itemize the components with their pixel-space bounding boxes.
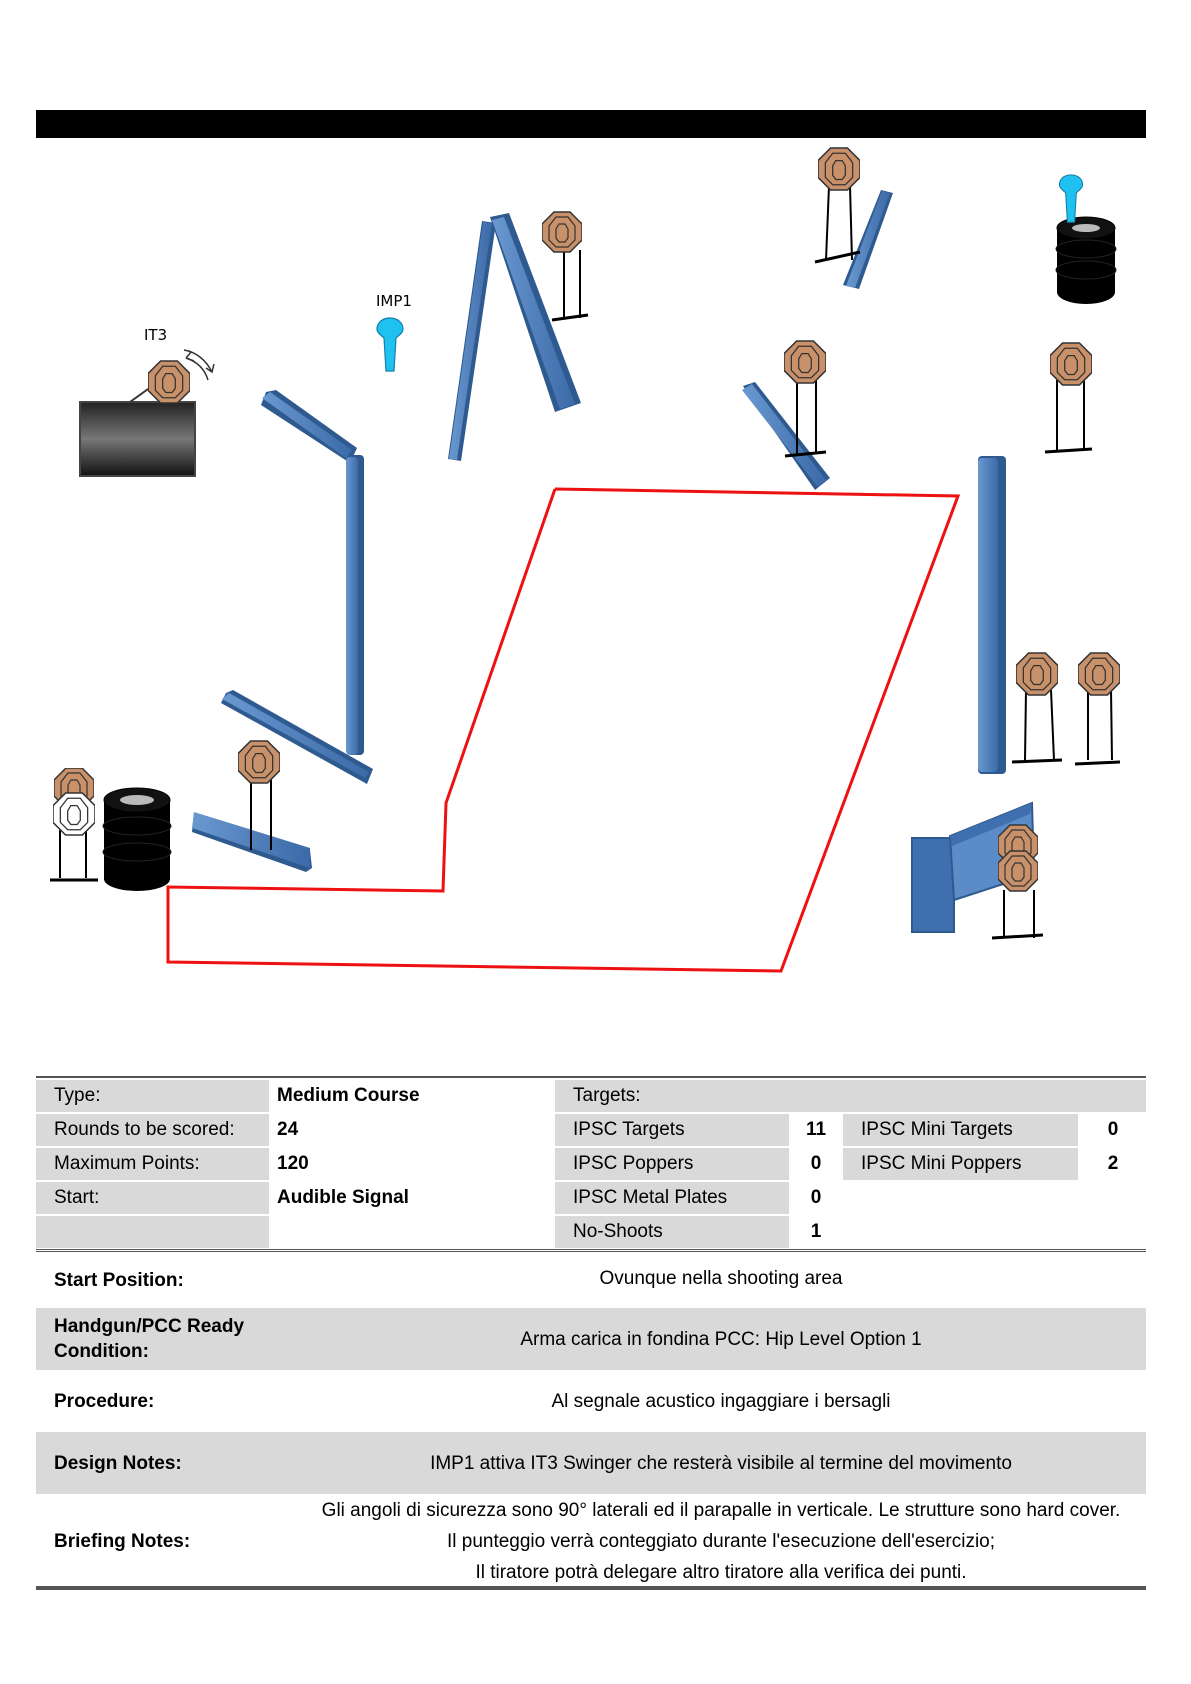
design-notes-label: Design Notes: bbox=[54, 1452, 182, 1474]
mini-poppers-value: 2 bbox=[1107, 1153, 1119, 1174]
ready-condition-row: Handgun/PCC Ready Condition: Arma carica… bbox=[36, 1308, 1146, 1370]
target-t8 bbox=[998, 850, 1038, 892]
start-value: Audible Signal bbox=[277, 1187, 409, 1208]
no-shoots-label: No-Shoots bbox=[555, 1216, 789, 1248]
target-t3 bbox=[784, 340, 826, 384]
shooting-area-boundary bbox=[166, 487, 961, 973]
max-points-label: Maximum Points: bbox=[36, 1148, 269, 1180]
wall-upper-center-right bbox=[490, 213, 581, 412]
wall-center-right-diagonal bbox=[742, 382, 830, 490]
rounds-label: Rounds to be scored: bbox=[36, 1114, 269, 1146]
type-label: Type: bbox=[36, 1080, 269, 1112]
ready-condition-label-line-1: Handgun/PCC Ready bbox=[54, 1316, 245, 1337]
procedure-row: Procedure: Al segnale acustico ingaggiar… bbox=[36, 1370, 1146, 1432]
ready-condition-label: Handgun/PCC Ready Condition: bbox=[36, 1314, 296, 1364]
no-shoots-value: 1 bbox=[810, 1221, 822, 1242]
wall-upper-right-diagonal bbox=[843, 190, 893, 289]
mini-targets-label: IPSC Mini Targets bbox=[843, 1114, 1078, 1146]
ipsc-plates-label: IPSC Metal Plates bbox=[555, 1182, 789, 1214]
swinger-target-it3 bbox=[148, 360, 190, 404]
ready-condition-label-line-2: Condition: bbox=[54, 1341, 149, 1362]
targets-header: Targets: bbox=[555, 1080, 1146, 1112]
stage-diagram: IT3 IMP1 bbox=[50, 147, 1121, 973]
briefing-line-2: Il punteggio verrà conteggiato durante l… bbox=[446, 1530, 996, 1552]
target-stands bbox=[50, 185, 1121, 940]
ipsc-targets-value: 11 bbox=[805, 1119, 827, 1140]
briefing-notes-row: Briefing Notes: Gli angoli di sicurezza … bbox=[36, 1494, 1146, 1588]
wall-upper-center-left bbox=[448, 221, 496, 461]
swing-arrows-icon bbox=[183, 349, 215, 381]
start-position-row: Start Position: Ovunque nella shooting a… bbox=[36, 1252, 1146, 1308]
black-box-barrel bbox=[79, 383, 196, 477]
start-position-value: Ovunque nella shooting area bbox=[599, 1267, 843, 1289]
design-notes-value: IMP1 attiva IT3 Swinger che resterà visi… bbox=[430, 1452, 1012, 1474]
title-bar bbox=[36, 110, 1146, 138]
start-position-label: Start Position: bbox=[54, 1269, 184, 1291]
label-imp1: IMP1 bbox=[376, 292, 412, 310]
target-t2 bbox=[818, 147, 860, 191]
bottom-rule bbox=[36, 1586, 1146, 1590]
wall-left-diagonal bbox=[261, 390, 357, 463]
popper-imp1 bbox=[376, 317, 404, 372]
wall-left-vertical bbox=[346, 455, 364, 755]
tire-stack-lower-left bbox=[102, 787, 172, 891]
type-value: Medium Course bbox=[277, 1085, 420, 1106]
no-shoot-target bbox=[53, 792, 95, 836]
target-t5 bbox=[1016, 652, 1058, 696]
wall-right-vertical bbox=[978, 456, 1006, 774]
procedure-label: Procedure: bbox=[54, 1390, 155, 1412]
mini-targets-value: 0 bbox=[1107, 1119, 1119, 1140]
briefing-notes-label: Briefing Notes: bbox=[54, 1530, 191, 1552]
empty-label-cell bbox=[36, 1216, 269, 1248]
target-t9 bbox=[238, 740, 280, 784]
ready-condition-value: Arma carica in fondina PCC: Hip Level Op… bbox=[520, 1328, 922, 1350]
tire-stack-upper-right bbox=[1055, 216, 1117, 304]
design-notes-row: Design Notes: IMP1 attiva IT3 Swinger ch… bbox=[36, 1432, 1146, 1494]
briefing-line-1: Gli angoli di sicurezza sono 90° lateral… bbox=[321, 1499, 1121, 1521]
target-t1 bbox=[542, 211, 582, 253]
stage-info-table: Type: Medium Course Targets: Rounds to b… bbox=[36, 1076, 1146, 1250]
target-t4 bbox=[1050, 342, 1092, 386]
start-label: Start: bbox=[36, 1182, 269, 1214]
ipsc-poppers-value: 0 bbox=[810, 1153, 822, 1174]
ipsc-targets-label: IPSC Targets bbox=[555, 1114, 789, 1146]
max-points-value: 120 bbox=[277, 1153, 309, 1174]
popper-upper-right bbox=[1058, 174, 1084, 223]
wall-lower-left-diagonal bbox=[221, 690, 373, 784]
wall-lower-right-front bbox=[911, 837, 955, 933]
ipsc-poppers-label: IPSC Poppers bbox=[555, 1148, 789, 1180]
briefing-notes-value: Gli angoli di sicurezza sono 90° lateral… bbox=[296, 1495, 1146, 1588]
rounds-value: 24 bbox=[277, 1119, 299, 1140]
procedure-value: Al segnale acustico ingaggiare i bersagl… bbox=[551, 1390, 891, 1412]
label-it3: IT3 bbox=[144, 326, 167, 344]
ipsc-plates-value: 0 bbox=[810, 1187, 822, 1208]
mini-poppers-label: IPSC Mini Poppers bbox=[843, 1148, 1078, 1180]
briefing-line-3: Il tiratore potrà delegare altro tirator… bbox=[475, 1561, 967, 1583]
stage-notes: Start Position: Ovunque nella shooting a… bbox=[36, 1249, 1146, 1588]
target-t6 bbox=[1078, 652, 1120, 696]
